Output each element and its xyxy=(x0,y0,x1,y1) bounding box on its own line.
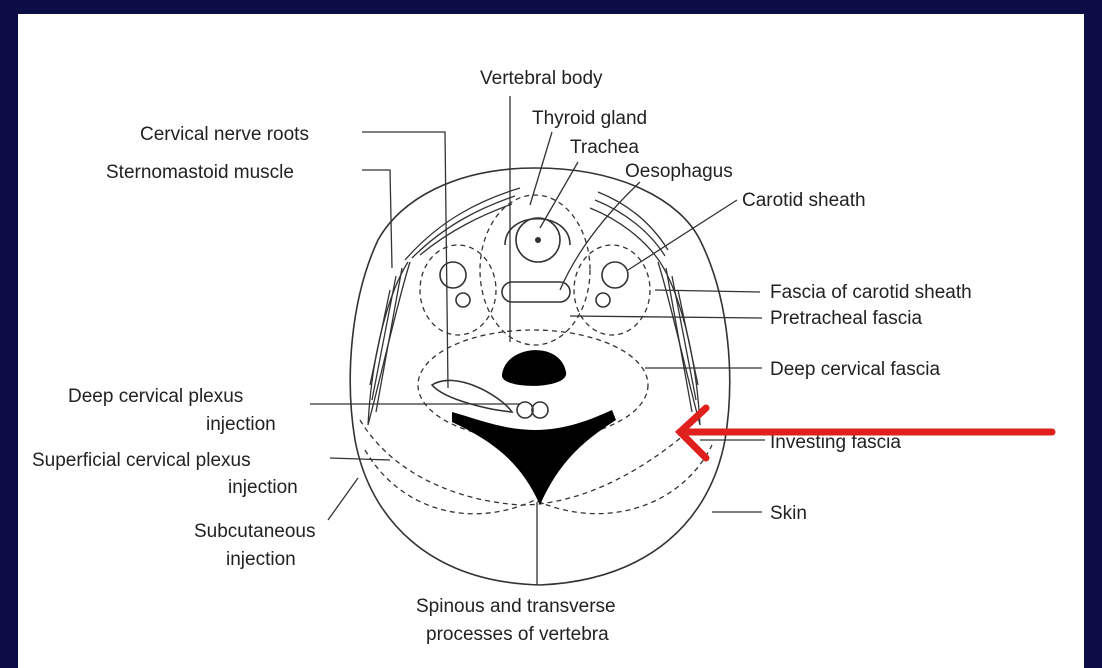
trachea-center xyxy=(535,237,541,243)
label-spinous-2: processes of vertebra xyxy=(426,624,609,645)
label-sternomastoid-muscle: Sternomastoid muscle xyxy=(106,162,294,183)
anterior-muscle-band-left xyxy=(405,188,520,260)
vertebral-body-shape xyxy=(502,350,566,386)
label-skin: Skin xyxy=(770,503,807,524)
carotid-sheath-left xyxy=(420,245,496,335)
leader-carotid-sheath xyxy=(628,200,737,270)
sternomastoid-hatch-right xyxy=(666,268,698,412)
label-fascia-carotid-sheath: Fascia of carotid sheath xyxy=(770,282,972,303)
label-vertebral-body: Vertebral body xyxy=(480,68,603,89)
leader-pretracheal xyxy=(570,316,762,318)
leader-sternomastoid xyxy=(362,170,392,268)
jugular-vein-right xyxy=(596,293,610,307)
carotid-artery-right xyxy=(602,262,628,288)
label-carotid-sheath: Carotid sheath xyxy=(742,190,866,211)
carotid-sheath-right xyxy=(574,245,650,335)
label-subcutaneous-2: injection xyxy=(226,549,296,570)
label-deep-cervical-fascia: Deep cervical fascia xyxy=(770,359,940,380)
label-deep-cervical-plexus-2: injection xyxy=(206,414,276,435)
label-trachea: Trachea xyxy=(570,137,639,158)
nerve-root-shape xyxy=(432,380,512,412)
label-superficial-plexus-1: Superficial cervical plexus xyxy=(32,450,251,471)
label-cervical-nerve-roots: Cervical nerve roots xyxy=(140,124,309,145)
jugular-vein-left xyxy=(456,293,470,307)
label-spinous-1: Spinous and transverse xyxy=(416,596,616,617)
label-superficial-plexus-2: injection xyxy=(228,477,298,498)
transverse-process-node-2 xyxy=(532,402,548,418)
label-thyroid-gland: Thyroid gland xyxy=(532,108,647,129)
label-deep-cervical-plexus-1: Deep cervical plexus xyxy=(68,386,243,407)
leader-subcutaneous xyxy=(328,478,358,520)
label-pretracheal-fascia: Pretracheal fascia xyxy=(770,308,923,329)
oesophagus-shape xyxy=(502,282,570,302)
label-oesophagus: Oesophagus xyxy=(625,161,733,182)
sternomastoid-hatch-left xyxy=(370,268,402,412)
carotid-artery-left xyxy=(440,262,466,288)
leader-trachea xyxy=(540,162,578,228)
label-subcutaneous-1: Subcutaneous xyxy=(194,521,316,542)
